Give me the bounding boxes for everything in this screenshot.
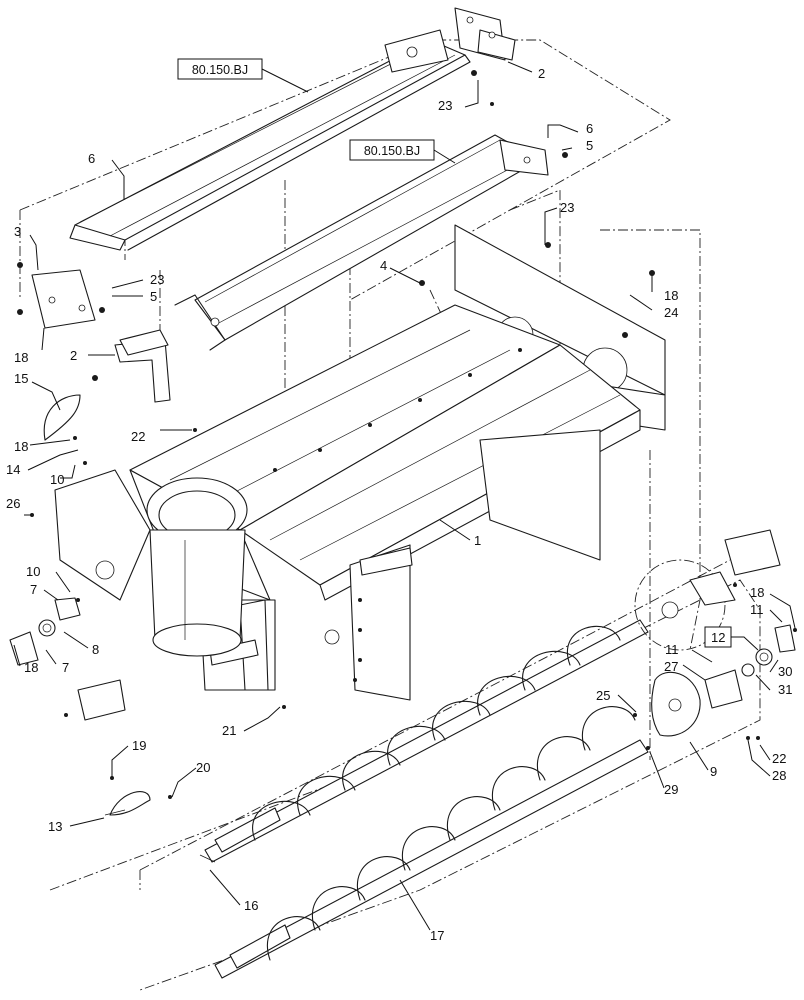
callout-27: 27 bbox=[664, 659, 678, 674]
callout-18-right-lower: 18 bbox=[750, 585, 764, 600]
callout-23-left: 23 bbox=[150, 272, 164, 287]
right-drive-components bbox=[633, 529, 797, 750]
callout-18-left-lower: 18 bbox=[24, 660, 38, 675]
leader-ref-lower bbox=[433, 149, 456, 164]
callout-22-left: 22 bbox=[131, 429, 145, 444]
reference-label-upper: 80.150.BJ bbox=[192, 63, 248, 77]
callout-20: 20 bbox=[196, 760, 210, 775]
callout-19: 19 bbox=[132, 738, 146, 753]
callout-numbers: 1 2 2 3 4 5 5 6 6 7 7 8 9 10 10 11 11 12… bbox=[6, 66, 792, 943]
callout-28: 28 bbox=[772, 768, 786, 783]
lower-auger-17 bbox=[214, 706, 649, 979]
callout-29: 29 bbox=[664, 782, 678, 797]
shield-13 bbox=[104, 776, 172, 816]
callout-2-top: 2 bbox=[538, 66, 545, 81]
callout-7-upper: 7 bbox=[30, 582, 37, 597]
callout-15: 15 bbox=[14, 371, 28, 386]
reference-box-upper: 80.150.BJ bbox=[177, 58, 263, 80]
callout-3: 3 bbox=[14, 224, 21, 239]
callout-25: 25 bbox=[596, 688, 610, 703]
callout-14: 14 bbox=[6, 462, 20, 477]
callout-11-right: 11 bbox=[750, 602, 764, 617]
callout-11-left: 11 bbox=[665, 642, 679, 657]
reference-label-lower: 80.150.BJ bbox=[364, 144, 420, 158]
callout-10-upper: 10 bbox=[50, 472, 64, 487]
callout-8: 8 bbox=[92, 642, 99, 657]
callout-7-lower: 7 bbox=[62, 660, 69, 675]
callout-4: 4 bbox=[380, 258, 387, 273]
side-brackets bbox=[17, 262, 171, 403]
leader-lines bbox=[13, 61, 796, 931]
callout-26: 26 bbox=[6, 496, 20, 511]
callout-18-left-upper: 18 bbox=[14, 350, 28, 365]
callout-18-right-upper: 18 bbox=[664, 288, 678, 303]
callout-6-top: 6 bbox=[586, 121, 593, 136]
callout-16: 16 bbox=[244, 898, 258, 913]
upper-tube-assembly bbox=[69, 7, 516, 251]
callout-2-left: 2 bbox=[70, 348, 77, 363]
leader-ref-upper bbox=[261, 68, 309, 93]
auger-housing bbox=[54, 224, 666, 709]
callout-10-lower: 10 bbox=[26, 564, 40, 579]
callout-13: 13 bbox=[48, 819, 62, 834]
callout-21: 21 bbox=[222, 723, 236, 738]
callout-18-left-mid: 18 bbox=[14, 439, 28, 454]
upper-auger-16 bbox=[199, 619, 649, 863]
callout-17: 17 bbox=[430, 928, 444, 943]
lower-tube-assembly bbox=[174, 102, 568, 351]
callout-23-mid: 23 bbox=[560, 200, 574, 215]
reference-box-lower: 80.150.BJ bbox=[349, 139, 435, 161]
callout-6-left: 6 bbox=[88, 151, 95, 166]
callout-22-right: 22 bbox=[772, 751, 786, 766]
callout-24: 24 bbox=[664, 305, 678, 320]
callout-23-top: 23 bbox=[438, 98, 452, 113]
callout-30: 30 bbox=[778, 664, 792, 679]
callout-31: 31 bbox=[778, 682, 792, 697]
callout-12: 12 bbox=[711, 630, 725, 645]
callout-1: 1 bbox=[474, 533, 481, 548]
callout-9: 9 bbox=[710, 764, 717, 779]
callout-5-left: 5 bbox=[150, 289, 157, 304]
callout-5-top: 5 bbox=[586, 138, 593, 153]
